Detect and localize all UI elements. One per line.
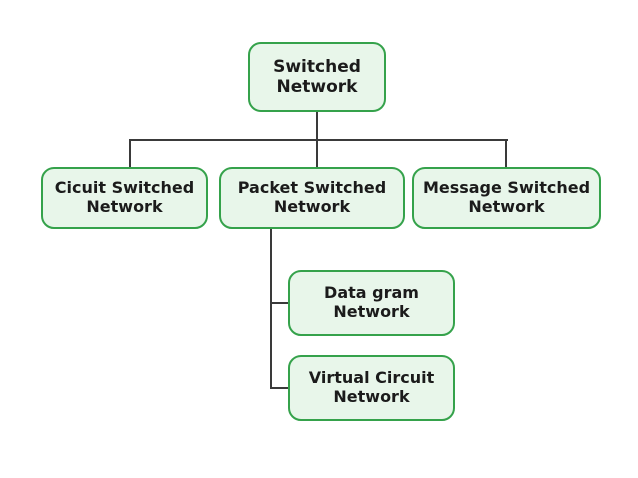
node-message-switched-network: Message Switched Network bbox=[412, 167, 601, 229]
node-packet-switched-network: Packet Switched Network bbox=[219, 167, 405, 229]
node-switched-network: Switched Network bbox=[248, 42, 386, 112]
node-circuit-switched-network: Cicuit Switched Network bbox=[41, 167, 208, 229]
edge-root-stem bbox=[316, 110, 318, 140]
edge-packet-to-datagram bbox=[270, 302, 290, 304]
edge-top-rail bbox=[129, 139, 508, 141]
edge-root-to-packet bbox=[316, 139, 318, 169]
edge-root-to-message bbox=[505, 139, 507, 169]
edge-packet-stem bbox=[270, 228, 272, 389]
edge-root-to-circuit bbox=[129, 139, 131, 169]
node-datagram-network: Data gram Network bbox=[288, 270, 455, 336]
node-virtual-circuit-network: Virtual Circuit Network bbox=[288, 355, 455, 421]
edge-packet-to-virtual bbox=[270, 387, 290, 389]
